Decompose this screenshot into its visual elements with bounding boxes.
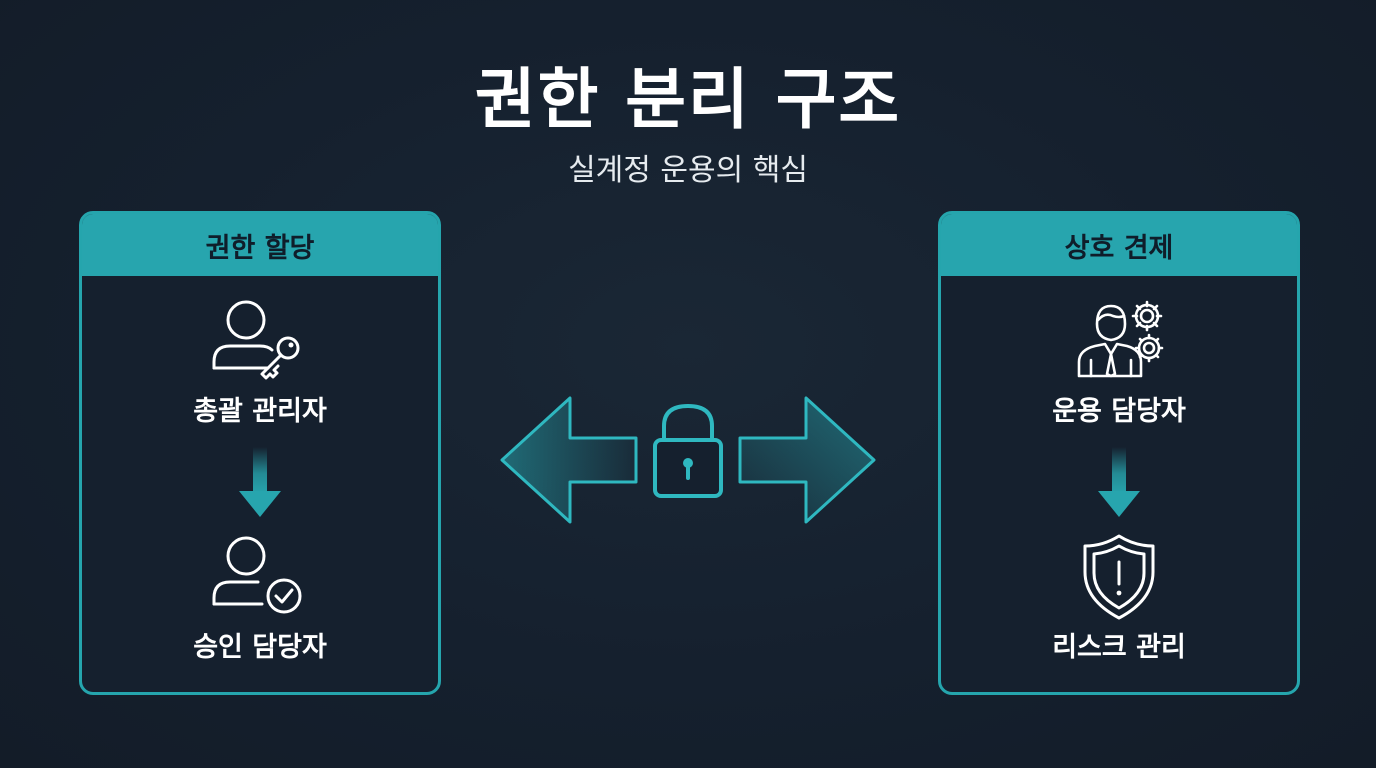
user-key-icon <box>210 296 310 386</box>
padlock-icon <box>653 404 723 498</box>
node-label: 총괄 관리자 <box>193 396 327 427</box>
node-operator: 운용 담당자 <box>941 296 1297 430</box>
panel-header: 상호 견제 <box>941 214 1297 276</box>
node-approver: 승인 담당자 <box>82 532 438 666</box>
node-risk-management: 리스크 관리 <box>941 532 1297 666</box>
panel-permission-assignment: 권한 할당 총괄 관리자 <box>79 211 441 695</box>
panel-mutual-checks: 상호 견제 운용 담당자 <box>938 211 1300 695</box>
down-arrow-icon <box>1094 447 1144 523</box>
page-subtitle: 실계정 운용의 핵심 <box>568 153 808 188</box>
node-general-manager: 총괄 관리자 <box>82 296 438 430</box>
user-check-icon <box>210 532 310 622</box>
businessman-gears-icon <box>1069 296 1169 386</box>
node-label: 승인 담당자 <box>193 632 327 663</box>
node-label: 리스크 관리 <box>1052 632 1186 663</box>
right-arrow-icon <box>738 396 876 524</box>
page-title: 권한 분리 구조 <box>474 61 902 138</box>
shield-alert-icon <box>1069 532 1169 622</box>
node-label: 운용 담당자 <box>1052 396 1186 427</box>
panel-header: 권한 할당 <box>82 214 438 276</box>
left-arrow-icon <box>500 396 638 524</box>
bidirectional-lock-arrows <box>496 392 880 532</box>
down-arrow-icon <box>235 447 285 523</box>
